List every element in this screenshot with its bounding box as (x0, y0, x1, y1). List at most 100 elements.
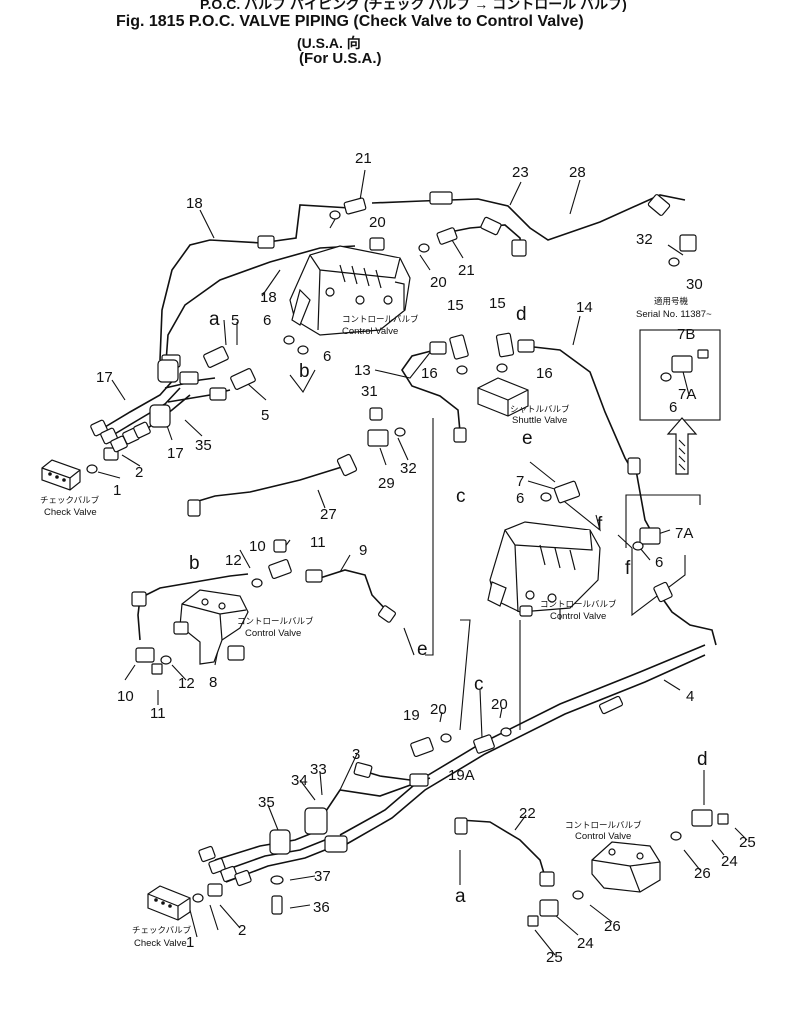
callout-6-d: 6 (655, 554, 663, 571)
callout-32-mid: 32 (400, 460, 417, 477)
callout-36: 36 (313, 899, 330, 916)
callout-23: 23 (512, 164, 529, 181)
callout-28: 28 (569, 164, 586, 181)
callout-12-top: 12 (225, 552, 242, 569)
control-valve-lower-en: Control Valve (575, 831, 631, 842)
callout-29: 29 (378, 475, 395, 492)
callout-5-top: 5 (231, 312, 239, 329)
callout-17-top: 17 (96, 369, 113, 386)
part-callouts: 21 23 28 18 20 32 21 30 20 18 15 15 14 7… (96, 150, 756, 966)
callout-6-a: 6 (263, 312, 271, 329)
letter-d-lower: d (697, 749, 708, 770)
letter-b-top: b (299, 361, 310, 382)
callout-35-lower: 35 (258, 794, 275, 811)
control-valve-lower-jp: コントロールバルブ (565, 820, 642, 830)
callout-26-right: 26 (694, 865, 711, 882)
callout-24-right: 24 (721, 853, 738, 870)
fittings (41, 191, 729, 927)
control-valve-top (289, 245, 411, 336)
callout-12-lower: 12 (178, 675, 195, 692)
letter-c-lower: c (474, 674, 484, 695)
header-line-1: P.O.C. バルブ パイピング (チェック バルブ → コントロール バルブ) (200, 0, 627, 12)
letter-e-lower: e (417, 639, 428, 660)
callout-7b: 7B (677, 326, 695, 343)
letter-f-top: f (597, 514, 603, 535)
check-valve-upper-en: Check Valve (44, 507, 97, 518)
direction-arrow (666, 417, 698, 475)
check-valve-upper (41, 459, 81, 491)
callout-20-low-left: 20 (430, 701, 447, 718)
callout-13: 13 (354, 362, 371, 379)
callout-7: 7 (516, 473, 524, 490)
callout-18-mid: 18 (260, 289, 277, 306)
callout-25-right: 25 (739, 834, 756, 851)
callout-6-b: 6 (323, 348, 331, 365)
control-valve-center (487, 521, 601, 617)
pipe-lines (99, 194, 717, 883)
serial-jp: 適用号機 (654, 296, 689, 306)
callout-18-top: 18 (186, 195, 203, 212)
callout-6-inset: 6 (669, 399, 677, 416)
callout-17-mid: 17 (167, 445, 184, 462)
callout-2-lower: 2 (238, 922, 246, 939)
control-valve-lower-right (591, 841, 661, 893)
serial-inset-box (639, 329, 721, 421)
letter-c-top: c (456, 486, 466, 507)
page-title: Fig. 1815 P.O.C. VALVE PIPING (Check Val… (116, 13, 584, 30)
callout-11-lower: 11 (150, 705, 166, 722)
callout-10-top: 10 (249, 538, 266, 555)
callout-7a-right: 7A (675, 525, 693, 542)
check-valve-lower (147, 885, 191, 921)
callout-31: 31 (361, 383, 378, 400)
check-valve-lower-jp: チェックバルブ (132, 925, 192, 935)
callout-25-lower: 25 (546, 949, 563, 966)
callout-34: 34 (291, 772, 308, 789)
callout-15-left: 15 (447, 297, 464, 314)
connection-letters: a d b e c f b f e c d a (189, 304, 708, 907)
shuttle-valve-jp: シャトルバルブ (510, 404, 570, 414)
callout-2-top: 2 (135, 464, 143, 481)
callout-3: 3 (352, 746, 360, 763)
serial-en: Serial No. 11387~ (636, 309, 712, 320)
letter-a-lower: a (455, 886, 466, 907)
callout-19: 19 (403, 707, 420, 724)
callout-19a: 19A (448, 767, 475, 784)
callout-20-mid: 20 (430, 274, 447, 291)
check-valve-upper-jp: チェックバルブ (40, 495, 100, 505)
callout-32-top: 32 (636, 231, 653, 248)
control-valve-left-en: Control Valve (245, 628, 301, 639)
control-valve-top-jp: コントロールバルブ (342, 314, 419, 324)
letter-a-top: a (209, 309, 220, 330)
control-valve-center-en: Control Valve (550, 611, 606, 622)
control-valve-left-jp: コントロールバルブ (237, 616, 314, 626)
callout-10-lower: 10 (117, 688, 134, 705)
callout-35-top: 35 (195, 437, 212, 454)
callout-26-lower: 26 (604, 918, 621, 935)
callout-6-c: 6 (516, 490, 524, 507)
callout-7a-inset: 7A (678, 386, 696, 403)
callout-4: 4 (686, 688, 694, 705)
control-valve-left (173, 589, 249, 665)
callout-22: 22 (519, 805, 536, 822)
header-line-4: (For U.S.A.) (299, 50, 382, 67)
control-valve-top-en: Control Valve (342, 326, 398, 337)
callout-5-mid: 5 (261, 407, 269, 424)
callout-30: 30 (686, 276, 703, 293)
callout-20-low-right: 20 (491, 696, 508, 713)
callout-27: 27 (320, 506, 337, 523)
callout-24-lower: 24 (577, 935, 594, 952)
callout-14: 14 (576, 299, 593, 316)
component-labels: コントロールバルブ Control Valve シャトルバルブ Shuttle … (40, 296, 712, 949)
callout-33: 33 (310, 761, 327, 778)
callout-1-lower: 1 (186, 934, 194, 951)
check-valve-lower-en: Check Valve (134, 938, 187, 949)
callout-1-top: 1 (113, 482, 121, 499)
callout-16-right: 16 (536, 365, 553, 382)
letter-d-top: d (516, 304, 527, 325)
control-valve-center-jp: コントロールバルブ (540, 599, 617, 609)
callout-21-top: 21 (355, 150, 372, 167)
shuttle-valve-en: Shuttle Valve (512, 415, 567, 426)
callout-21-mid: 21 (458, 262, 475, 279)
header-line-3: (U.S.A. 向 (297, 35, 361, 51)
